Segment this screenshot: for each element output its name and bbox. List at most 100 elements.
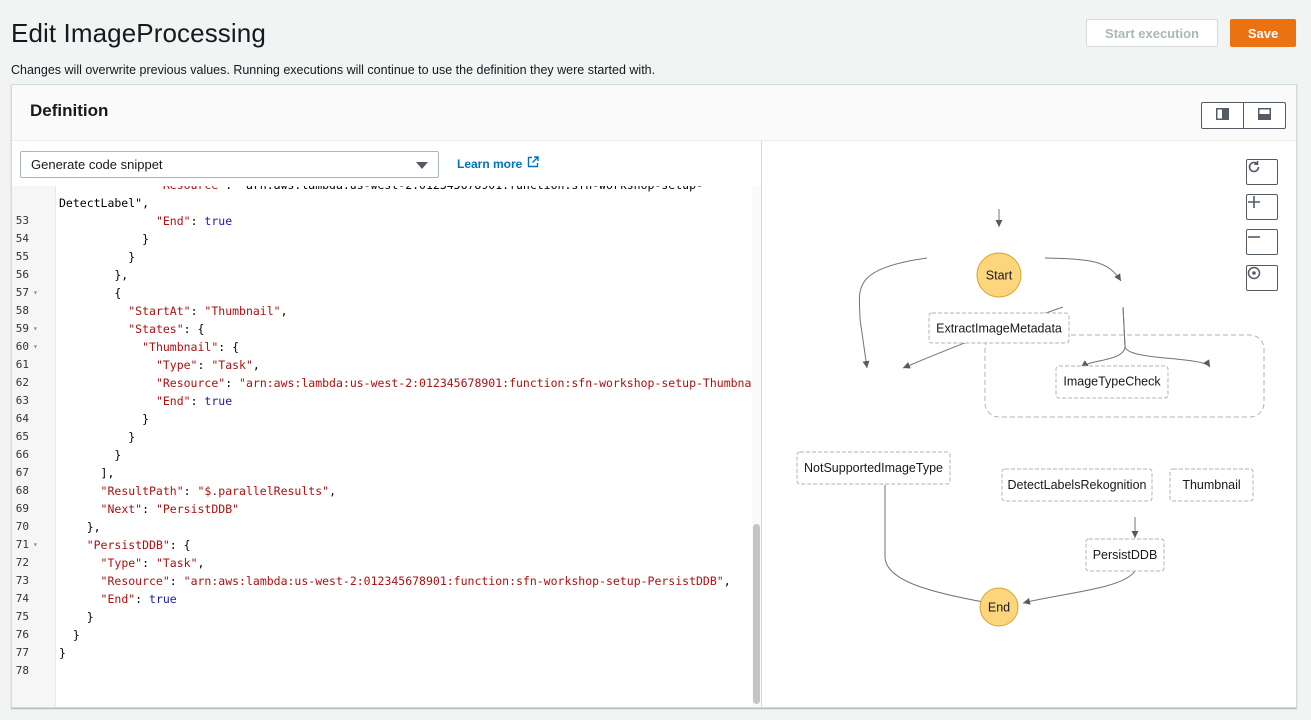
node-extract-label: ExtractImageMetadata <box>936 322 1062 336</box>
code-line: 76 } <box>12 626 752 644</box>
edge-persist-end <box>1022 570 1136 605</box>
zoom-out-button[interactable] <box>1246 229 1278 255</box>
line-number: 64 <box>15 412 29 425</box>
code-text: } <box>59 430 136 444</box>
code-line: 59 ▾ "States": { <box>12 320 752 338</box>
node-typecheck <box>1055 365 1169 399</box>
line-number: 70 <box>15 520 29 533</box>
start-execution-button[interactable]: Start execution <box>1086 19 1218 47</box>
code-text: "Resource": "arn:aws:lambda:us-west-2:01… <box>59 186 703 194</box>
editor-scroll-thumb[interactable] <box>753 524 760 704</box>
editor-scrollbar[interactable] <box>752 186 761 707</box>
save-button[interactable]: Save <box>1230 19 1296 47</box>
node-extract <box>928 312 1070 344</box>
node-end <box>979 587 1019 627</box>
code-line: 63 "End": true <box>12 392 752 410</box>
split-vertical-button[interactable] <box>1202 103 1243 128</box>
code-line: 70 }, <box>12 518 752 536</box>
node-typecheck-label: ImageTypeCheck <box>1063 375 1161 389</box>
code-text: "Resource": "arn:aws:lambda:us-west-2:01… <box>100 574 731 588</box>
line-number: 62 <box>15 376 29 389</box>
edge-extract-typecheck <box>1044 257 1122 282</box>
node-detect-label: DetectLabelsRekognition <box>1008 478 1147 492</box>
code-text: } <box>59 250 136 264</box>
fold-arrow-icon[interactable]: ▾ <box>33 342 38 351</box>
split-horizontal-button[interactable] <box>1243 103 1285 128</box>
code-line: 62 "Resource": "arn:aws:lambda:us-west-2… <box>12 374 761 392</box>
generate-snippet-select[interactable]: Generate code snippet <box>20 151 439 178</box>
code-text: "ResultPath": "$.parallelResults", <box>100 484 336 498</box>
code-line: 60▾ "Thumbnail": { <box>12 338 752 356</box>
code-line: DetectLabel", <box>12 194 752 212</box>
node-persist-label: PersistDDB <box>1093 548 1158 562</box>
line-number: 58 <box>15 304 29 317</box>
learn-more-link[interactable]: Learn more <box>457 156 540 171</box>
zoom-in-button[interactable] <box>1246 194 1278 220</box>
code-line: 68 "ResultPath": "$.parallelResults", <box>12 482 752 500</box>
node-detect <box>1001 468 1153 502</box>
code-text: }, <box>59 520 101 534</box>
code-text: } <box>59 232 150 246</box>
refresh-button[interactable] <box>1246 159 1278 185</box>
definition-header: Definition <box>12 85 1296 141</box>
code-line: 72 "Type": "Task", <box>12 554 752 572</box>
code-text: "End": true <box>100 592 177 606</box>
code-line: 75 } <box>12 608 752 626</box>
edge-extract-notsupported <box>858 257 928 369</box>
split-horizontal-icon <box>1258 107 1271 125</box>
code-text: DetectLabel", <box>59 196 150 210</box>
caret-down-icon <box>416 162 428 169</box>
graph-pane[interactable]: Start End ExtractImageMetadata ImageType… <box>763 141 1296 707</box>
code-line: 67 ], <box>12 464 752 482</box>
line-number: 59 <box>15 322 29 335</box>
code-text: ], <box>59 466 115 480</box>
definition-panel: Definition Generate code snippet Learn m… <box>11 84 1297 708</box>
code-text: "StartAt": "Thumbnail", <box>128 304 288 318</box>
line-number: 63 <box>15 394 29 407</box>
code-text: "Next": "PersistDDB" <box>100 502 240 516</box>
code-text: "Type": "Task", <box>100 556 205 570</box>
line-number: 74 <box>15 592 29 605</box>
fold-arrow-icon[interactable]: ▾ <box>33 540 38 549</box>
code-text: } <box>59 610 94 624</box>
code-line: 74 "End": true <box>12 590 752 608</box>
code-editor[interactable]: "Resource": "arn:aws:lambda:us-west-2:01… <box>12 186 761 707</box>
code-text: "End": true <box>155 394 233 408</box>
split-vertical-icon <box>1216 107 1229 125</box>
layout-toggle <box>1201 102 1286 129</box>
code-text: } <box>59 412 150 426</box>
fold-arrow-icon[interactable]: ▾ <box>33 324 38 333</box>
center-button[interactable] <box>1246 265 1278 291</box>
line-number: 54 <box>15 232 29 245</box>
edge-notsupported-end <box>884 485 990 606</box>
code-line: 69 "Next": "PersistDDB" <box>12 500 752 518</box>
code-line: 65 } <box>12 428 752 446</box>
snippet-select-value: Generate code snippet <box>31 157 163 172</box>
editor-pane: Generate code snippet Learn more "Resour… <box>12 141 762 707</box>
code-line: 73 "Resource": "arn:aws:lambda:us-west-2… <box>12 572 752 590</box>
node-end-label: End <box>988 601 1010 615</box>
line-number: 67 <box>15 466 29 479</box>
code-text: } <box>59 448 122 462</box>
code-text: "States": { <box>128 322 205 336</box>
line-number: 60 <box>15 340 29 353</box>
line-number: 68 <box>15 484 29 497</box>
node-persist <box>1085 538 1165 572</box>
code-text: "PersistDDB": { <box>86 538 191 552</box>
definition-title: Definition <box>30 101 109 120</box>
code-line: 58 "StartAt": "Thumbnail", <box>12 302 752 320</box>
code-line: 71▾ "PersistDDB": { <box>12 536 752 554</box>
node-thumbnail <box>1169 468 1254 502</box>
line-number: 55 <box>15 250 29 263</box>
fold-arrow-icon[interactable]: ▾ <box>33 288 38 297</box>
line-gutter <box>12 186 56 707</box>
line-number: 76 <box>15 628 29 641</box>
line-number: 66 <box>15 448 29 461</box>
node-thumbnail-label: Thumbnail <box>1182 478 1240 492</box>
code-line: 55 } <box>12 248 752 266</box>
node-start-label: Start <box>986 269 1013 283</box>
learn-more-label: Learn more <box>457 156 523 171</box>
code-line: 64 } <box>12 410 752 428</box>
line-number: 61 <box>15 358 29 371</box>
code-line: "Resource": "arn:aws:lambda:us-west-2:01… <box>12 186 752 194</box>
